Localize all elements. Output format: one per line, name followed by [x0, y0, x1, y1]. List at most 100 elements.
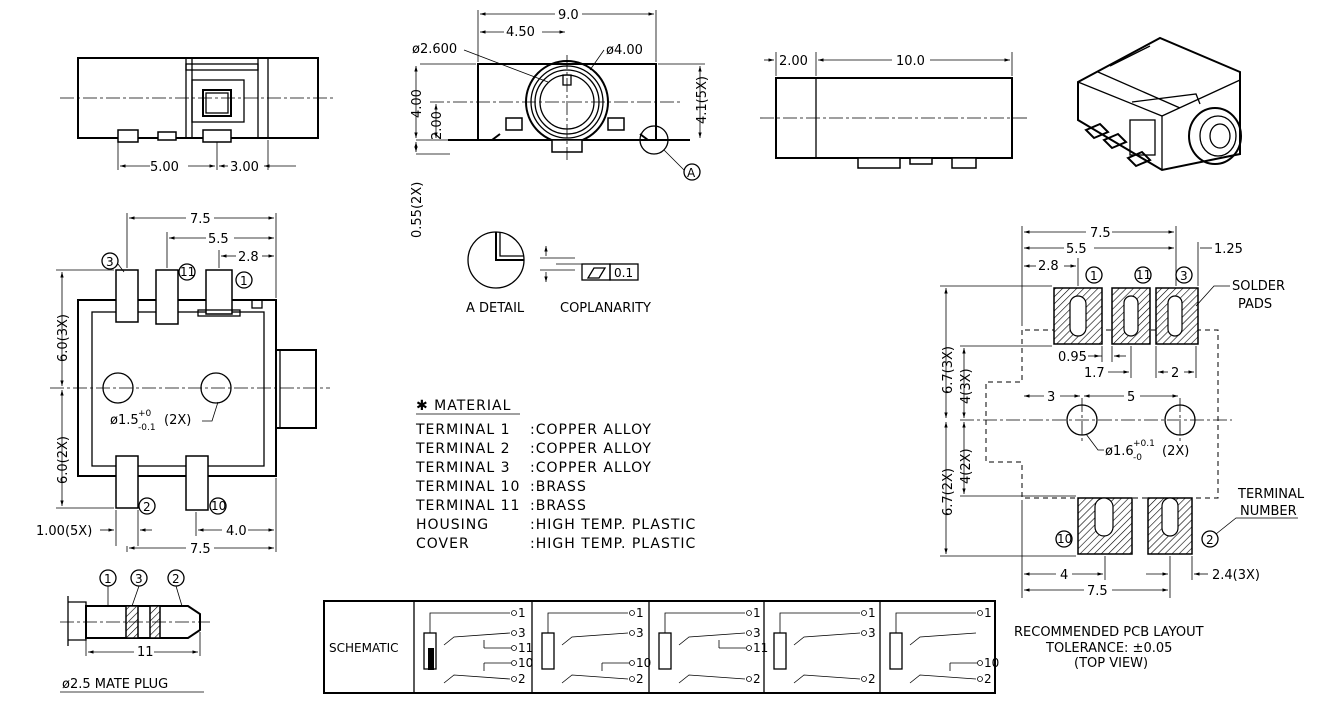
plan-hole-count: (2X)	[164, 413, 191, 428]
plan-dim-4-0: 4.0	[226, 524, 247, 539]
material-item: HOUSING	[416, 517, 489, 533]
plug-num-2: 2	[172, 572, 180, 586]
pcb-dim-1-25: 1.25	[1214, 242, 1243, 257]
pcb-dim-2-4-3x: 2.4(3X)	[1212, 568, 1260, 583]
pcb-pad-11	[1111, 287, 1151, 345]
material-item: TERMINAL 3	[415, 460, 511, 476]
pcb-layout: 7.5 5.5 2.8 1.25 1 11 3 SOLDER PADS 0.95…	[940, 226, 1305, 671]
schematic-pin-label: 2	[868, 672, 876, 686]
dim-4-50: 4.50	[506, 25, 535, 40]
dim-4-1-5x: 4.1(5X)	[695, 76, 710, 124]
pcb-caption-2: TOLERANCE: ±0.05	[1045, 641, 1172, 656]
solder-label-2: PADS	[1238, 297, 1272, 312]
material-value: :HIGH TEMP. PLASTIC	[530, 517, 696, 533]
dim-4-00: 4.00	[410, 89, 425, 118]
material-title: ✱ MATERIAL	[416, 398, 511, 414]
schematic-pin-label: 11	[518, 641, 533, 655]
schematic-pin-label: 3	[518, 626, 526, 640]
material-value: :COPPER ALLOY	[530, 441, 652, 457]
pcb-dim-7-5-bottom: 7.5	[1087, 584, 1108, 599]
schematic-pin-label: 1	[868, 606, 876, 620]
material-item: TERMINAL 10	[415, 479, 520, 495]
pcb-hole-count: (2X)	[1162, 444, 1189, 459]
plan-pin-1: 1	[240, 274, 248, 288]
pcb-pad-3	[1155, 287, 1199, 345]
pcb-caption-1: RECOMMENDED PCB LAYOUT	[1014, 625, 1204, 640]
schematic-label: SCHEMATIC	[329, 641, 398, 655]
pcb-hole-tol-lower: -0	[1133, 453, 1142, 463]
material-value: :COPPER ALLOY	[530, 422, 652, 438]
material-table: ✱ MATERIAL TERMINAL 1 :COPPER ALLOY TERMIN…	[415, 398, 696, 552]
schematic-pin-label: 2	[636, 672, 644, 686]
material-value: :BRASS	[530, 479, 587, 495]
pcb-pin-3: 3	[1180, 269, 1188, 283]
plan-hole-tol-lower: -0.1	[138, 423, 156, 433]
schematic-pin-label: 2	[753, 672, 761, 686]
material-item: TERMINAL 11	[415, 498, 520, 514]
pcb-dim-5: 5	[1127, 390, 1135, 405]
pcb-dim-5-5: 5.5	[1066, 242, 1087, 257]
top-side-view: 5.00 3.00	[60, 57, 335, 175]
coplanarity-label: COPLANARITY	[560, 301, 651, 316]
plan-pin-3: 3	[106, 255, 114, 269]
dim-3-00: 3.00	[230, 160, 259, 175]
schematic-pin-label: 10	[518, 656, 533, 670]
pcb-dim-1-7: 1.7	[1084, 366, 1105, 381]
pcb-pad-1	[1053, 287, 1103, 345]
pcb-dim-4-bottom: 4	[1060, 568, 1068, 583]
side-view: 2.00 10.0	[760, 52, 1030, 169]
plan-dim-6-0-2x: 6.0(2X)	[56, 436, 71, 484]
terminal-label-2: NUMBER	[1240, 504, 1297, 519]
pcb-dim-4-3x: 4(3X)	[959, 368, 974, 404]
plug-num-3: 3	[135, 572, 143, 586]
schematic-pin-label: 1	[636, 606, 644, 620]
pcb-pin-2: 2	[1206, 533, 1214, 547]
a-detail-label: A DETAIL	[466, 301, 525, 316]
material-value: :BRASS	[530, 498, 587, 514]
terminal-label-1: TERMINAL	[1237, 487, 1305, 502]
dim-9-0: 9.0	[558, 8, 579, 23]
dim-10-0: 10.0	[896, 54, 925, 69]
schematic-pin-label: 2	[984, 672, 992, 686]
pcb-caption-3: (TOP VIEW)	[1074, 656, 1148, 671]
detail-coplanarity: 0.1 A DETAIL COPLANARITY	[466, 231, 651, 316]
front-view: A 9.0 4.50 ø2.600 ø4.00 4.00 2.00 0.55(2…	[410, 8, 710, 238]
pcb-hole-label: ø1.6	[1105, 444, 1134, 459]
material-item: COVER	[416, 536, 470, 552]
schematic-pin-label: 3	[636, 626, 644, 640]
solder-label-1: SOLDER	[1232, 279, 1285, 294]
dim-5-00: 5.00	[150, 160, 179, 175]
plan-dim-5-5: 5.5	[208, 232, 229, 247]
schematic-pin-label: 1	[984, 606, 992, 620]
plug-num-1: 1	[104, 572, 112, 586]
plan-hole-label: ø1.5	[110, 413, 139, 428]
schematic-pin-label: 10	[636, 656, 651, 670]
pcb-dim-0-95: 0.95	[1058, 350, 1087, 365]
plan-pin-11: 11	[180, 265, 195, 279]
pcb-hole-tol-upper: +0.1	[1133, 439, 1155, 449]
material-value: :HIGH TEMP. PLASTIC	[530, 536, 696, 552]
schematic-pin-label: 1	[518, 606, 526, 620]
pcb-dim-2: 2	[1171, 366, 1179, 381]
schematic-pin-label: 3	[868, 626, 876, 640]
dia-2-600: ø2.600	[412, 42, 457, 57]
plug-caption: ø2.5 MATE PLUG	[62, 677, 168, 692]
pcb-pin-11: 11	[1136, 268, 1151, 282]
pcb-dim-6-7-3x: 6.7(3X)	[941, 346, 956, 394]
pcb-pad-2	[1147, 497, 1193, 555]
dim-0-55: 0.55(2X)	[410, 182, 425, 238]
dim-2-00-side: 2.00	[779, 54, 808, 69]
coplanarity-value: 0.1	[614, 266, 633, 280]
schematic-pin-label: 1	[753, 606, 761, 620]
plan-view: 7.5 5.5 2.8 3 11 1 2 10 6.0(3X) 6.0(2X) …	[36, 212, 330, 557]
pcb-dim-2-8: 2.8	[1038, 259, 1059, 274]
plan-hole-tol-upper: +0	[138, 409, 152, 419]
plan-pin-2: 2	[143, 500, 151, 514]
material-item: TERMINAL 1	[415, 422, 511, 438]
plan-dim-7-5-bottom: 7.5	[190, 542, 211, 557]
plug-dim-11: 11	[137, 645, 154, 660]
plan-pin-10: 10	[211, 499, 226, 513]
pcb-dim-6-7-2x: 6.7(2X)	[941, 468, 956, 516]
